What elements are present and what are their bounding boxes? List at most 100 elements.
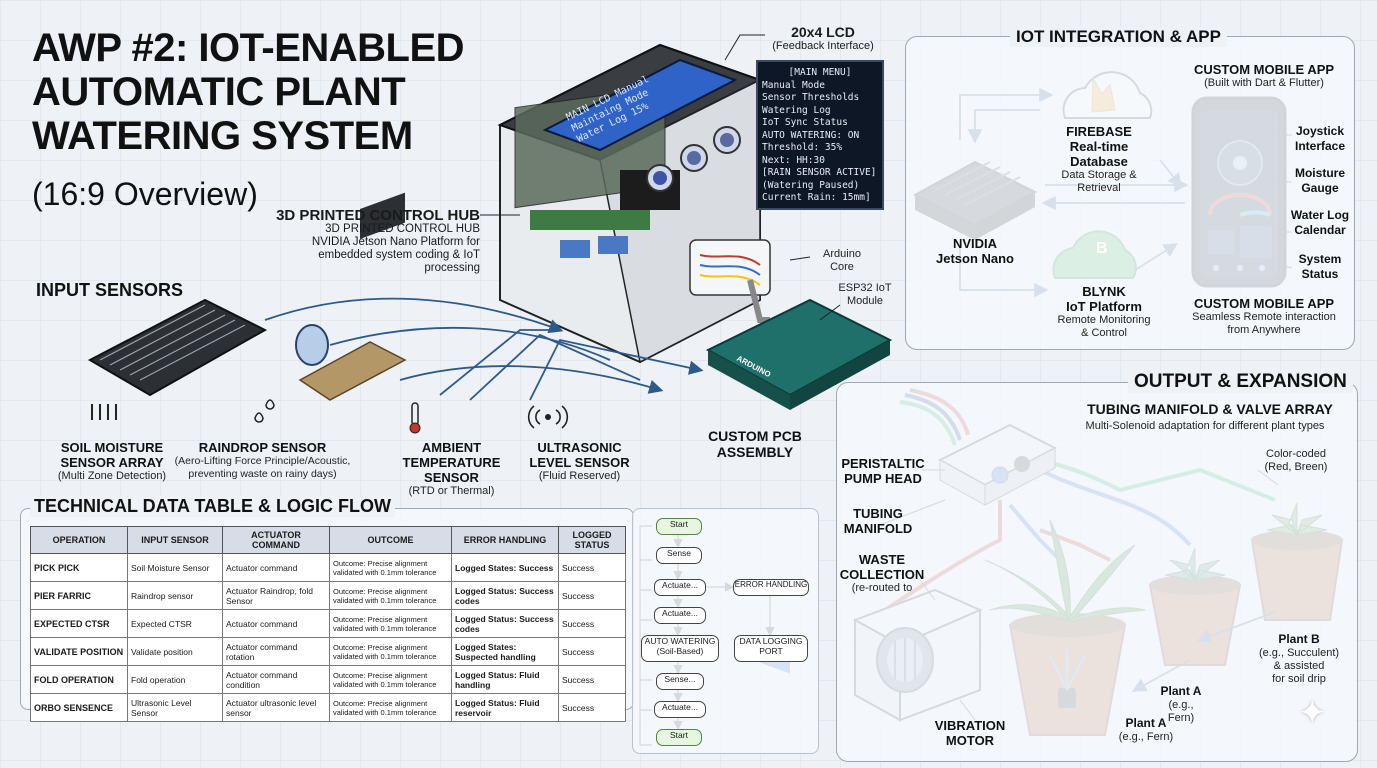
plant-b-sub-3: for soil drip (1272, 673, 1326, 685)
table-cell: Outcome: Precise alignment validated wit… (329, 665, 452, 694)
temperature-desc: (RTD or Thermal) (408, 485, 495, 497)
table-cell: EXPECTED CTSR (30, 609, 128, 638)
table-row: PIER FARRIC Raindrop sensor Actuator Rai… (30, 581, 626, 610)
iot-panel (905, 36, 1355, 350)
table-cell: Actuator ultrasonic level sensor (222, 693, 330, 722)
table-cell: Logged Status: Fluid reservoir (451, 693, 559, 722)
lcd-label: 20x4 LCD (Feedback Interface) (768, 24, 878, 52)
table-row: VALIDATE POSITION Validate position Actu… (30, 637, 626, 666)
leader-lines (480, 34, 841, 321)
output-panel (836, 382, 1358, 762)
flow-node-actuate-2: Actuate... (654, 607, 706, 624)
table-cell: Logged States: Success (451, 553, 559, 582)
flow-node-actuate: Actuate... (654, 579, 706, 596)
app-feature-moisture: Moisture Gauge (1294, 166, 1345, 195)
table-cell: Actuator Raindrop, fold Sensor (222, 581, 330, 610)
manifold-subtitle: Multi-Solenoid adaptation for different … (1085, 420, 1325, 432)
table-cell: Success (558, 637, 626, 666)
title-line-2: AUTOMATIC PLANT (32, 70, 406, 114)
temperature-sensor-graphic (409, 402, 421, 434)
table-heading: TECHNICAL DATA TABLE & LOGIC FLOW (30, 496, 395, 517)
flow-node-end: Start (656, 729, 702, 746)
flow-node-start: Start (656, 518, 702, 535)
table-row: PICK PICK Soil Moisture Sensor Actuator … (30, 553, 626, 582)
table-header: ERROR HANDLING (451, 526, 559, 554)
temperature-name: AMBIENT TEMPERATURE SENSOR (402, 440, 501, 485)
pump-label: PERISTALTIC PUMP HEAD (841, 456, 925, 486)
table-header: LOGGED STATUS (558, 526, 626, 554)
table-cell: Actuator command rotation (222, 637, 330, 666)
plant-b-label: Plant B (e.g., Succulent) & assisted for… (1258, 632, 1340, 686)
lcd-menu-line: Next: HH:30 (762, 154, 825, 166)
table-cell: PICK PICK (30, 553, 128, 582)
tech-table-wrap: OPERATION INPUT SENSOR ACTUATOR COMMAND … (30, 526, 626, 722)
rain-sensor-graphic (254, 192, 407, 423)
app-bottom-label: CUSTOM MOBILE APP Seamless Remote intera… (1180, 296, 1348, 337)
vibration-motor-label: VIBRATION MOTOR (934, 718, 1006, 748)
table-cell: FOLD OPERATION (30, 665, 128, 694)
plant-a-low-label: Plant A (e.g., Fern) (1118, 716, 1174, 744)
title-line-3: WATERING SYSTEM (32, 114, 413, 158)
waste-name: WASTE COLLECTION (839, 552, 925, 582)
table-cell: Success (558, 665, 626, 694)
table-cell: Soil Moisture Sensor (127, 553, 223, 582)
temperature-label: AMBIENT TEMPERATURE SENSOR (RTD or Therm… (374, 440, 529, 498)
table-row: FOLD OPERATION Fold operation Actuator c… (30, 665, 626, 694)
control-hub-line-2: NVIDIA Jetson Nano Platform for (311, 236, 480, 248)
input-sensors-heading: INPUT SENSORS (36, 280, 184, 300)
lcd-menu-line: Sensor Thresholds (762, 92, 860, 103)
table-cell: Outcome: Precise alignment validated wit… (329, 581, 452, 610)
table-cell: Outcome: Precise alignment validated wit… (329, 553, 452, 582)
table-cell: Success (558, 553, 626, 582)
lcd-menu-line: (Watering Paused) (762, 179, 860, 191)
blynk-line-2: IoT Platform (1066, 299, 1142, 314)
ultrasonic-sensor-graphic (527, 405, 569, 429)
soil-moisture-label: SOIL MOISTURE SENSOR ARRAY (Multi Zone D… (52, 440, 172, 483)
app-feature-calendar: Water Log Calendar (1290, 208, 1350, 237)
app-bottom-sub-2: from Anywhere (1227, 324, 1301, 336)
control-hub-label: 3D PRINTED CONTROL HUB 3D PRINTED CONTRO… (268, 208, 480, 275)
ultrasonic-name: ULTRASONIC LEVEL SENSOR (529, 440, 630, 470)
lcd-menu-line: Manual Mode (762, 79, 825, 91)
waste-label: WASTE COLLECTION (re-routed to (836, 552, 928, 595)
lcd-menu-line: IoT Sync Status (762, 117, 848, 128)
nvidia-label: NVIDIA Jetson Nano (930, 236, 1020, 266)
esp32-label: ESP32 IoT Module (838, 282, 892, 307)
table-cell: Fold operation (127, 665, 223, 694)
control-hub-title: 3D PRINTED CONTROL HUB (276, 207, 480, 224)
tubing-label: TUBING MANIFOLD (843, 506, 913, 536)
firebase-line-3: Data Storage & Retrieval (1061, 169, 1137, 194)
flow-node-auto-watering: AUTO WATERING (Soil-Based) (641, 635, 719, 662)
table-cell: Actuator command condition (222, 665, 330, 694)
table-header: ACTUATOR COMMAND (222, 526, 330, 554)
table-cell: Outcome: Precise alignment validated wit… (329, 693, 452, 722)
flow-node-data-logging: DATA LOGGING PORT (734, 635, 808, 662)
soil-moisture-name: SOIL MOISTURE SENSOR ARRAY (60, 440, 164, 470)
blynk-line-4: & Control (1081, 327, 1127, 339)
plant-a-mid-sub: (e.g., Fern) (1167, 699, 1195, 724)
table-cell: Success (558, 693, 626, 722)
firebase-label: FIREBASE Real-time Database Data Storage… (1040, 124, 1158, 195)
blynk-name: BLYNK (1082, 284, 1126, 299)
firebase-name: FIREBASE (1066, 124, 1132, 139)
lcd-title: 20x4 LCD (791, 24, 855, 40)
table-cell: Success (558, 609, 626, 638)
sparkle-icon: ✦ (1298, 694, 1327, 732)
app-feature-status: System Status (1298, 252, 1342, 281)
soil-moisture-sensor-graphic (87, 298, 268, 420)
tech-table: OPERATION INPUT SENSOR ACTUATOR COMMAND … (30, 526, 626, 722)
arduino-core-label: Arduino Core (823, 248, 861, 273)
raindrop-name: RAINDROP SENSOR (198, 440, 327, 455)
control-hub-enclosure (497, 43, 771, 364)
plant-a-mid-label: Plant A (e.g., Fern) (1156, 684, 1206, 725)
main-subtitle: (16:9 Overview) (32, 176, 258, 212)
nvidia-name: NVIDIA (952, 236, 998, 251)
table-cell: Outcome: Precise alignment validated wit… (329, 609, 452, 638)
table-cell: Validate position (127, 637, 223, 666)
table-cell: Logged States: Suspected handling (451, 637, 559, 666)
table-cell: Logged Status: Fluid handling (451, 665, 559, 694)
flow-node-error-handling: ERROR HANDLING (733, 579, 809, 596)
lcd-subtitle: (Feedback Interface) (772, 40, 874, 52)
custom-pcb-label: CUSTOM PCB ASSEMBLY (708, 428, 802, 460)
table-cell: Outcome: Precise alignment validated wit… (329, 637, 452, 666)
